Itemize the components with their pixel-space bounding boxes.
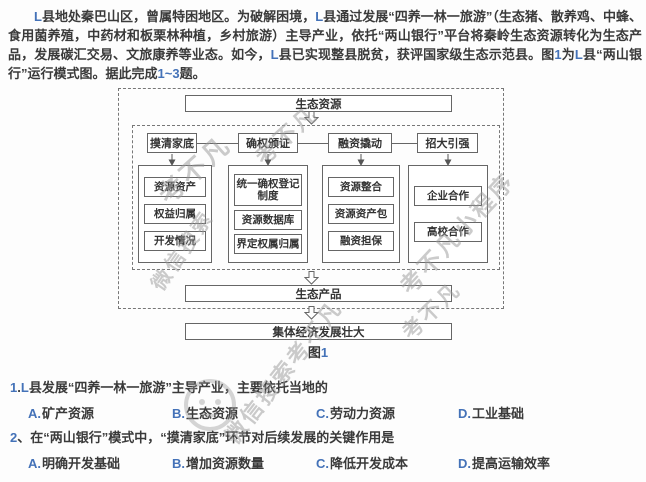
option-text: 提高运输效率 [472, 456, 551, 471]
box-step-attract-investment: 招大引强 [417, 133, 478, 153]
connector-line [197, 143, 238, 144]
option-text: 工业基础 [472, 406, 525, 421]
column-financing-leverage: 资源整合 资源资产包 融资担保 [322, 165, 400, 263]
box-resource-asset-package: 资源资产包 [328, 204, 394, 224]
box-university-cooperation: 高校合作 [414, 222, 482, 242]
question-1-option-c: C.劳动力资源 [316, 403, 395, 422]
option-letter: C. [316, 456, 329, 471]
box-financing-guarantee: 融资担保 [328, 231, 394, 251]
down-arrow-icon [167, 153, 177, 171]
down-arrow-icon [303, 306, 320, 325]
option-letter: C. [316, 406, 329, 421]
option-letter: D. [458, 456, 471, 471]
box-collective-economy-growth: 集体经济发展壮大 [185, 323, 452, 340]
question-1-option-a: A.矿产资源 [28, 403, 94, 422]
box-resource-assets: 资源资产 [144, 177, 206, 197]
down-arrow-icon [303, 111, 320, 130]
option-letter: B. [172, 456, 185, 471]
option-letter: D. [458, 406, 471, 421]
question-2-stem: 2、在“两山银行”模式中，“摸清家底”环节对后续发展的关键作用是 [10, 430, 395, 445]
question-2-option-a: A.明确开发基础 [28, 453, 120, 472]
question-1-stem: 1.L县发展“四养一林一旅游”主导产业，主要依托当地的 [10, 380, 328, 395]
question-2-option-b: B.增加资源数量 [172, 453, 264, 472]
figure-caption: 图1 [307, 345, 329, 360]
box-resource-integration: 资源整合 [328, 177, 394, 197]
option-text: 矿产资源 [42, 406, 95, 421]
box-step-financing-leverage: 融资撬动 [328, 133, 392, 153]
connector-line [392, 143, 417, 144]
down-arrow-icon [303, 271, 320, 290]
column-attract-investment: 企业合作 高校合作 [408, 165, 488, 263]
option-text: 降低开发成本 [330, 456, 409, 471]
option-text: 增加资源数量 [186, 456, 265, 471]
figure-inner-dashed-border [132, 125, 500, 270]
question-1-option-b: B.生态资源 [172, 403, 238, 422]
box-enterprise-cooperation: 企业合作 [414, 186, 482, 206]
box-development-status: 开发情况 [144, 231, 206, 251]
figure-liangshan-bank-model: 生态资源 摸清家底 确权颁证 融资撬动 招大引强 资源资产 权益归属 开发情况 … [118, 88, 504, 360]
box-unified-registration-system: 统一确权登记制度 [234, 174, 302, 206]
option-text: 明确开发基础 [42, 456, 121, 471]
box-step-survey-assets: 摸清家底 [147, 133, 197, 153]
box-eco-products: 生态产品 [185, 285, 452, 302]
option-letter: A. [28, 456, 41, 471]
down-arrow-icon [356, 153, 366, 171]
column-survey-assets: 资源资产 权益归属 开发情况 [138, 165, 212, 263]
option-letter: B. [172, 406, 185, 421]
question-2-option-d: D.提高运输效率 [458, 453, 550, 472]
box-eco-resources: 生态资源 [185, 95, 452, 112]
box-define-ownership: 界定权属归属 [234, 234, 302, 254]
column-confirm-rights: 统一确权登记制度 资源数据库 界定权属归属 [228, 165, 308, 263]
option-text: 劳动力资源 [330, 406, 396, 421]
question-2-option-c: C.降低开发成本 [316, 453, 408, 472]
box-rights-attribution: 权益归属 [144, 204, 206, 224]
option-letter: A. [28, 406, 41, 421]
box-step-confirm-rights: 确权颁证 [238, 133, 298, 153]
passage-text: L县地处秦巴山区，曾属特困地区。为破解困境，L县通过发展“四养一林一旅游”（生态… [8, 9, 642, 81]
down-arrow-icon [263, 153, 273, 171]
down-arrow-icon [443, 153, 453, 171]
question-1-option-d: D.工业基础 [458, 403, 524, 422]
box-resource-database: 资源数据库 [234, 210, 302, 230]
connector-line [298, 143, 328, 144]
option-text: 生态资源 [186, 406, 239, 421]
